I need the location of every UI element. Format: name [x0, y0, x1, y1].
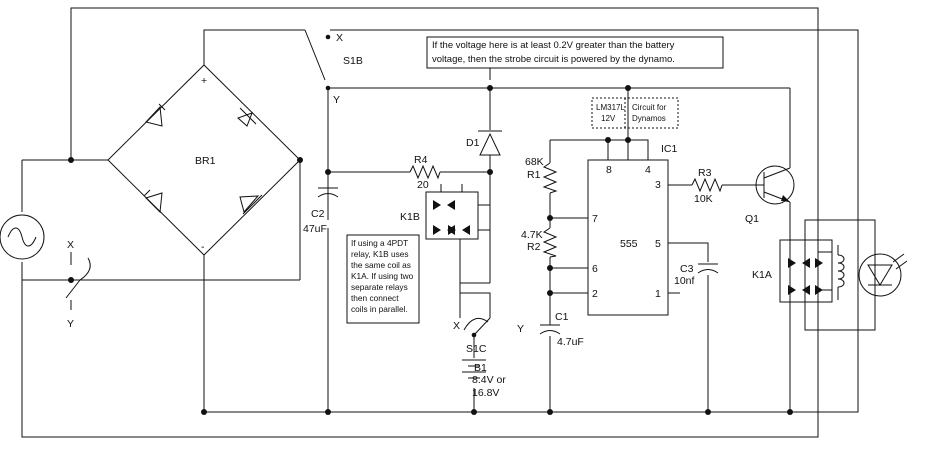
battery-b1: B1 8.4V or 16.8V [462, 359, 506, 399]
ic1-pin3: 3 [655, 179, 661, 191]
r1-label: R1 [527, 169, 541, 181]
r2-label: R2 [527, 241, 541, 253]
r4-value: 20 [417, 179, 429, 191]
ic1-555-timer: IC1 555 8 4 3 7 5 6 2 1 [587, 139, 678, 316]
relay-k1a: K1A [752, 219, 876, 331]
capacitor-c1: C1 4.7uF [539, 311, 584, 348]
ic1-pin4: 4 [645, 164, 651, 176]
switch-s1a: X Y [65, 239, 91, 330]
k1a-label: K1A [752, 269, 772, 281]
resistor-r2: 4.7K R2 [521, 227, 558, 258]
relay-note-line-0: If using a 4PDT [351, 238, 408, 248]
q1-label: Q1 [745, 213, 759, 225]
relay-note-line-2: the same coil as [351, 260, 411, 270]
c1-value: 4.7uF [557, 336, 584, 348]
relay-note: If using a 4PDT relay, K1B uses the same… [346, 234, 420, 324]
ic1-pin2: 2 [592, 288, 598, 300]
k1b-label: K1B [400, 211, 420, 223]
ic1-pin6: 6 [592, 263, 598, 275]
c3-value: 10nf [674, 275, 695, 287]
resistor-r3: R3 10K [691, 167, 723, 205]
r4-label: R4 [414, 154, 428, 166]
s1b-y-label: Y [333, 94, 340, 106]
wiring [21, 7, 859, 438]
circuit-line2: Dynamos [632, 114, 666, 123]
capacitor-c2: C2 47uF [303, 187, 339, 235]
ic1-part: 555 [620, 238, 638, 250]
ac-source-symbol [0, 214, 45, 260]
ic1-pin7: 7 [592, 213, 598, 225]
circuit-line1: Circuit for [632, 103, 667, 112]
s1c-y-label: Y [517, 323, 524, 335]
capacitor-c3: C3 10nf [674, 263, 719, 287]
r3-label: R3 [698, 167, 712, 179]
strobe-lamp-icon [858, 253, 908, 297]
br1-label: BR1 [195, 155, 216, 167]
c2-value: 47uF [303, 223, 327, 235]
br1-minus-label: - [201, 241, 205, 253]
relay-k1b: K1B [400, 184, 490, 290]
switch-s1b: S1B X Y [304, 29, 363, 106]
c1-label: C1 [555, 311, 569, 323]
voltage-callout: If the voltage here is at least 0.2V gre… [426, 36, 724, 69]
switch-s1c: S1C X Y [453, 317, 524, 355]
c3-label: C3 [680, 263, 694, 275]
r2-value: 4.7K [521, 229, 543, 241]
relay-note-line-4: separate relays [351, 282, 408, 292]
regulator-line2: 12V [601, 114, 616, 123]
junction-dots [68, 85, 793, 415]
ic1-pin8: 8 [606, 164, 612, 176]
b1-value-line1: 8.4V or [472, 374, 506, 386]
callout-line2: voltage, then the strobe circuit is powe… [432, 54, 675, 65]
s1b-x-label: X [336, 32, 343, 44]
s1b-label: S1B [343, 55, 363, 67]
ic1-label: IC1 [661, 143, 678, 155]
s1a-y-label: Y [67, 318, 74, 330]
diode-d1: D1 [466, 130, 502, 156]
relay-note-line-1: relay, K1B uses [351, 249, 409, 259]
s1c-label: S1C [466, 343, 487, 355]
resistor-r4: R4 20 [409, 154, 441, 191]
regulator-line1: LM317L [596, 103, 625, 112]
ic1-pin5: 5 [655, 238, 661, 250]
r1-value: 68K [525, 156, 544, 168]
dynamo-note: LM317L 12V Circuit for Dynamos [591, 97, 679, 129]
relay-note-line-6: coils in parallel. [351, 304, 408, 314]
s1c-x-label: X [453, 320, 460, 332]
relay-note-line-3: K1A. If using two [351, 271, 414, 281]
bridge-rectifier-br1: BR1 + - [107, 64, 301, 256]
r3-value: 10K [694, 193, 713, 205]
ic1-pin1: 1 [655, 288, 661, 300]
callout-line1: If the voltage here is at least 0.2V gre… [432, 40, 675, 51]
relay-note-line-5: then connect [351, 293, 399, 303]
resistor-r1: 68K R1 [525, 156, 558, 194]
d1-label: D1 [466, 137, 480, 149]
b1-label: B1 [474, 362, 487, 374]
b1-value-line2: 16.8V [472, 387, 499, 399]
transistor-q1: Q1 [740, 165, 795, 225]
br1-plus-label: + [201, 75, 207, 87]
c2-label: C2 [311, 208, 325, 220]
s1a-x-label: X [67, 239, 74, 251]
